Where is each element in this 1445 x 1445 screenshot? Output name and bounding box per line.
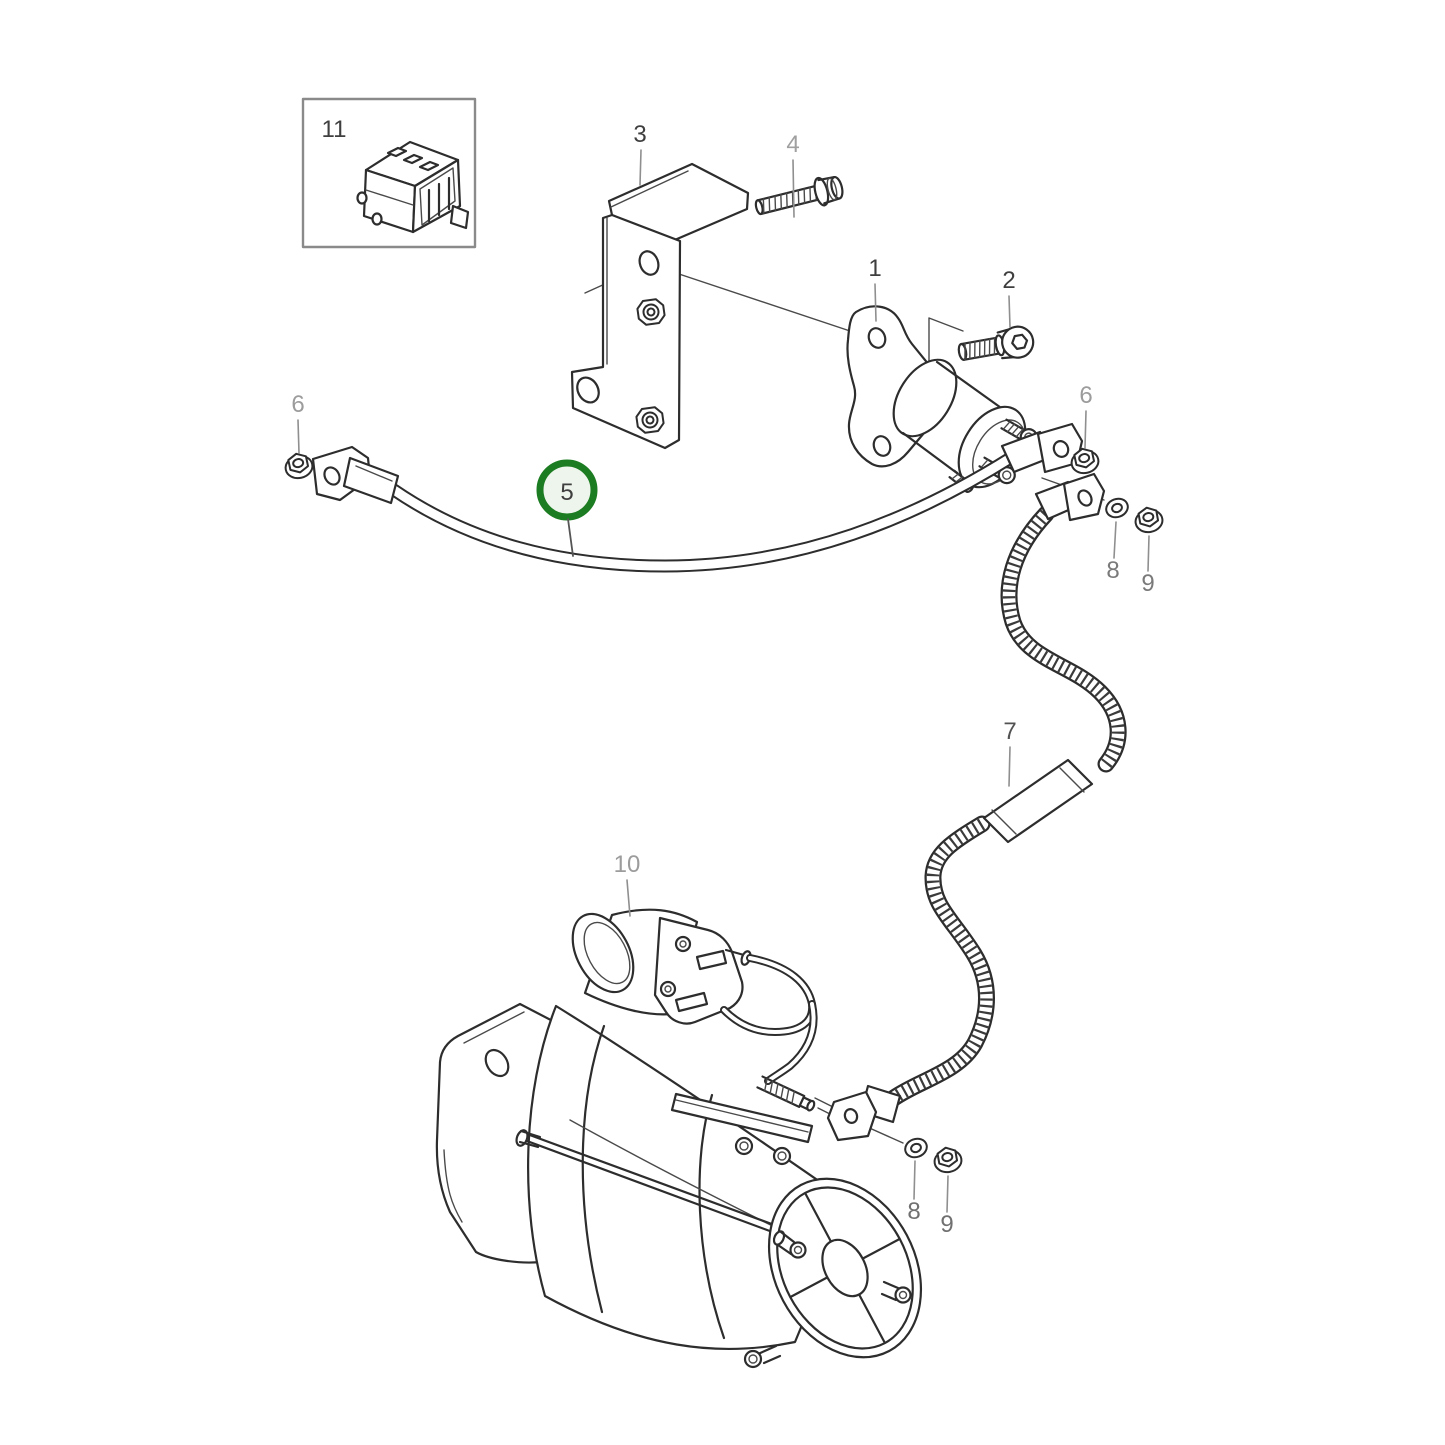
- callout-11: 11: [322, 116, 347, 143]
- callout-5-highlighted: 5: [560, 479, 573, 506]
- callout-leaders: [297, 149, 1150, 1213]
- cable7-ring-terminal-upper: [1062, 472, 1106, 522]
- starter-end-cap: [743, 1177, 923, 1369]
- part-3-bracket: [570, 162, 750, 450]
- starter-terminal-stud: [756, 1075, 816, 1112]
- cable7-ring-terminal-lower: [826, 1090, 878, 1142]
- callout-8-upper: 8: [1106, 557, 1119, 584]
- part-8-washer-upper: [1102, 494, 1132, 522]
- callout-labels: 11 3 4 1 2 6 6 5 8 9 7 10 8 9: [291, 116, 1154, 1238]
- starter-solenoid: [571, 908, 752, 1025]
- callout-2: 2: [1002, 267, 1015, 294]
- part-7-conduit-cable: [826, 472, 1127, 1142]
- highlight-ring-part-5: [536, 459, 598, 557]
- part-4-screw: [754, 175, 844, 216]
- callout-1: 1: [868, 255, 881, 282]
- part-6-nut-left: [281, 449, 316, 482]
- part-8-washer-lower: [901, 1134, 931, 1162]
- relay-drawing: [356, 140, 470, 234]
- part-1-solenoid: [846, 305, 1038, 493]
- bracket-nut-lower: [634, 405, 666, 435]
- callout-6-left: 6: [291, 391, 304, 418]
- callout-3: 3: [633, 121, 646, 148]
- callout-9-upper: 9: [1141, 570, 1154, 597]
- bracket-nut-upper: [635, 297, 667, 327]
- part-5-battery-cable: [311, 422, 1084, 573]
- callout-10: 10: [614, 851, 641, 878]
- part-9-nut-upper: [1132, 504, 1166, 536]
- callout-7: 7: [1003, 718, 1016, 745]
- conduit-splice-block: [982, 758, 1094, 844]
- part-2-screw: [957, 325, 1035, 361]
- conduit-upper-run: [1000, 505, 1127, 773]
- part-9-nut-lower: [931, 1144, 965, 1176]
- conduit-lower-run: [885, 815, 995, 1107]
- callout-4: 4: [786, 131, 799, 158]
- part-10-starter-motor: [435, 908, 923, 1369]
- starter-field-strap: [720, 954, 818, 1085]
- callout-6-right: 6: [1079, 382, 1092, 409]
- starter-support-bar: [670, 1092, 814, 1166]
- highlight-circle: [536, 459, 598, 521]
- part-11-reference-box: [301, 97, 477, 249]
- callout-8-lower: 8: [907, 1198, 920, 1225]
- callout-9-lower: 9: [940, 1211, 953, 1238]
